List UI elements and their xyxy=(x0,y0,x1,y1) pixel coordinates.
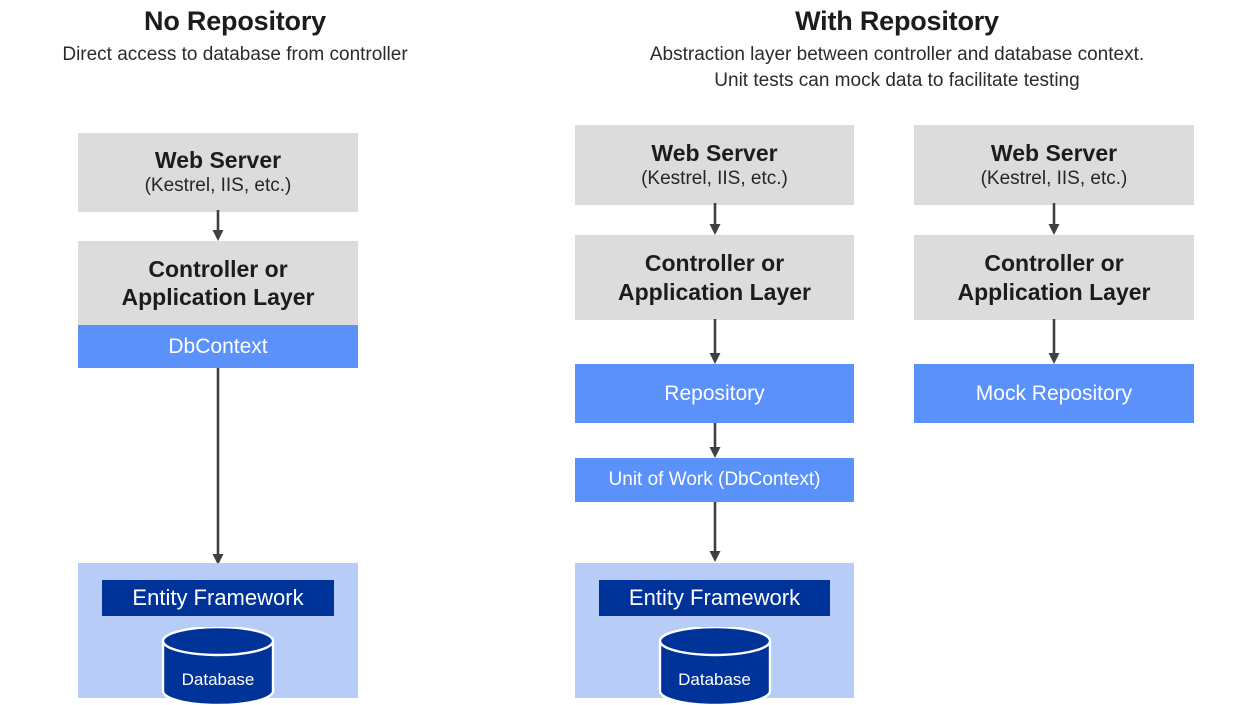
panel-subtitle-with-repository-line2: Unit tests can mock data to facilitate t… xyxy=(714,69,1080,91)
left-database-cylinder-icon xyxy=(161,627,275,705)
right-controller-line1: Controller or xyxy=(984,250,1124,277)
panel-subtitle-with-repository-line1: Abstraction layer between controller and… xyxy=(649,44,1145,66)
left-entity-framework-panel[interactable]: Entity Framework Database xyxy=(78,563,358,705)
left-controller-line2: Application Layer xyxy=(121,284,315,310)
panel-title-no-repository: No Repository xyxy=(144,6,326,36)
left-web-server-subtitle: (Kestrel, IIS, etc.) xyxy=(144,175,292,197)
middle-arrow-webserver-to-controller xyxy=(709,203,721,235)
right-controller-line2: Application Layer xyxy=(957,278,1151,305)
left-controller-line1: Controller or xyxy=(148,255,288,282)
middle-entity-framework-panel[interactable]: Entity Framework Database xyxy=(575,563,854,705)
right-web-server-title: Web Server xyxy=(990,139,1118,166)
left-web-server-title: Web Server xyxy=(154,147,282,174)
right-web-server-subtitle: (Kestrel, IIS, etc.) xyxy=(980,167,1128,189)
middle-repository-label: Repository xyxy=(664,381,765,405)
middle-web-server-title: Web Server xyxy=(651,139,778,166)
middle-unit-of-work-label: Unit of Work (DbContext) xyxy=(608,468,821,490)
middle-web-server-box[interactable]: Web Server (Kestrel, IIS, etc.) xyxy=(575,125,854,205)
left-controller-box[interactable]: Controller or Application Layer xyxy=(78,241,358,325)
left-web-server-box[interactable]: Web Server (Kestrel, IIS, etc.) xyxy=(78,133,358,212)
right-arrow-controller-to-mockrepository xyxy=(1048,319,1060,364)
right-arrow-webserver-to-controller xyxy=(1048,203,1060,235)
middle-controller-line2: Application Layer xyxy=(618,278,811,305)
panel-header-no-repository: No Repository Direct access to database … xyxy=(0,6,470,68)
middle-arrow-controller-to-repository xyxy=(709,319,721,364)
middle-unit-of-work-box[interactable]: Unit of Work (DbContext) xyxy=(575,458,854,502)
middle-entity-framework-label: Entity Framework xyxy=(628,584,801,610)
left-entity-framework-label: Entity Framework xyxy=(132,584,304,610)
left-arrow-dbcontext-to-entityframework xyxy=(212,368,224,565)
middle-web-server-subtitle: (Kestrel, IIS, etc.) xyxy=(641,167,788,189)
middle-database-cylinder-icon xyxy=(658,627,772,705)
left-entity-framework-bar[interactable]: Entity Framework xyxy=(102,580,334,616)
middle-arrow-repository-to-unitofwork xyxy=(709,423,721,458)
middle-database-label: Database xyxy=(678,670,751,689)
panel-title-with-repository: With Repository xyxy=(795,6,999,36)
middle-controller-line1: Controller or xyxy=(644,250,785,277)
panel-subtitle-no-repository: Direct access to database from controlle… xyxy=(62,44,408,66)
middle-arrow-unitofwork-to-entityframework xyxy=(709,502,721,562)
middle-controller-box[interactable]: Controller or Application Layer xyxy=(575,235,854,320)
middle-repository-box[interactable]: Repository xyxy=(575,364,854,423)
left-dbcontext-box[interactable]: DbContext xyxy=(78,325,358,368)
left-arrow-webserver-to-controller xyxy=(212,210,224,241)
panel-header-with-repository: With Repository Abstraction layer betwee… xyxy=(560,6,1234,93)
middle-entity-framework-bar[interactable]: Entity Framework xyxy=(599,580,830,616)
right-controller-box[interactable]: Controller or Application Layer xyxy=(914,235,1194,320)
right-mock-repository-box[interactable]: Mock Repository xyxy=(914,364,1194,423)
left-database-label: Database xyxy=(181,670,255,689)
left-dbcontext-label: DbContext xyxy=(168,334,268,358)
right-mock-repository-label: Mock Repository xyxy=(975,381,1133,405)
right-web-server-box[interactable]: Web Server (Kestrel, IIS, etc.) xyxy=(914,125,1194,205)
